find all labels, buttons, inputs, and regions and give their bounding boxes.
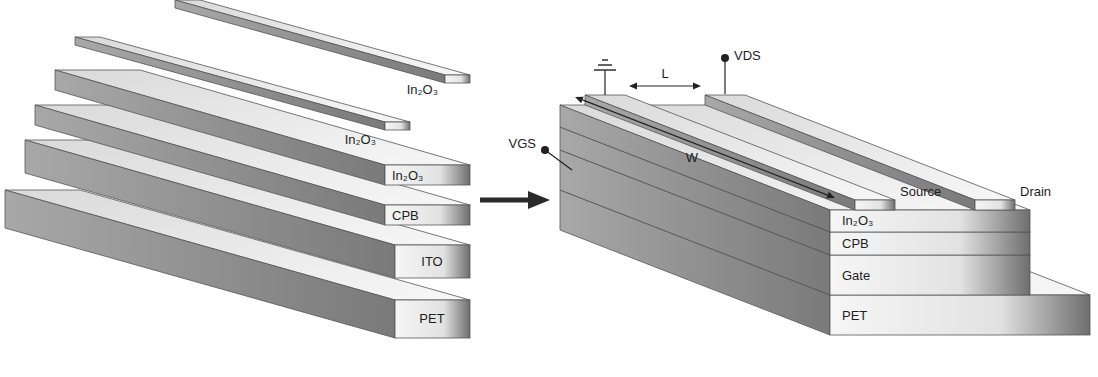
pin-wire	[545, 150, 572, 170]
slab-front-face	[385, 205, 470, 225]
slab-top-face	[175, 0, 470, 75]
pin-dot	[541, 146, 549, 154]
ground-symbol	[594, 60, 616, 95]
layer-label: In₂O₃	[392, 168, 423, 183]
slab-front-face	[975, 200, 1015, 210]
electrode-label: Source	[900, 184, 941, 199]
slab-top-face	[705, 95, 1015, 200]
slab-side-face	[705, 95, 975, 210]
slab-front-face	[855, 200, 895, 210]
arrow-shaft	[480, 198, 530, 203]
slab-side-face	[175, 0, 445, 83]
dimension-head	[693, 83, 701, 90]
dimension-label: L	[661, 66, 668, 81]
layer-label: In₂O₃	[407, 82, 438, 97]
arrow-head	[528, 191, 550, 209]
layer-label: ITO	[421, 254, 442, 269]
dimension-head	[826, 192, 835, 199]
layer-label: CPB	[392, 208, 419, 223]
ground-bar	[594, 69, 616, 70]
slab-front-face	[830, 232, 1030, 255]
slab-side-face	[585, 95, 855, 210]
electrode-label: Drain	[1020, 184, 1051, 199]
slab-front-face	[395, 300, 470, 338]
in2o3-strip	[175, 0, 470, 83]
dimension-line	[582, 100, 827, 195]
dimension-line	[637, 85, 693, 86]
length-dimension	[629, 83, 701, 90]
terminal-label: VGS	[509, 136, 536, 151]
slab-side-face	[55, 70, 385, 185]
dimension-head	[575, 97, 584, 104]
terminal-label: VDS	[734, 48, 761, 63]
layer-label: Gate	[842, 268, 870, 283]
pin-wire	[724, 58, 725, 94]
slab-front-face	[445, 75, 470, 83]
terminal-pin	[541, 146, 572, 170]
slab-front-face	[395, 245, 470, 278]
ground-bar	[598, 64, 612, 65]
width-dimension	[575, 97, 835, 199]
layer-label: PET	[419, 311, 444, 326]
terminal-pin	[721, 54, 729, 94]
layer-label: In₂O₃	[345, 132, 376, 147]
slab-front-face	[830, 295, 1090, 335]
dimension-label: W	[686, 150, 698, 165]
slab-front-face	[830, 210, 1030, 232]
slab-front-face	[385, 122, 410, 130]
drain-electrode	[705, 95, 1015, 210]
layer-label: CPB	[842, 236, 869, 251]
ground-bar	[602, 59, 608, 60]
layer-label: In₂O₃	[842, 213, 873, 228]
pin-dot	[721, 54, 729, 62]
dimension-head	[629, 83, 637, 90]
process-arrow	[480, 191, 550, 209]
slab-front-face	[385, 165, 470, 185]
layer-label: PET	[842, 308, 867, 323]
slab-front-face	[830, 255, 1030, 295]
